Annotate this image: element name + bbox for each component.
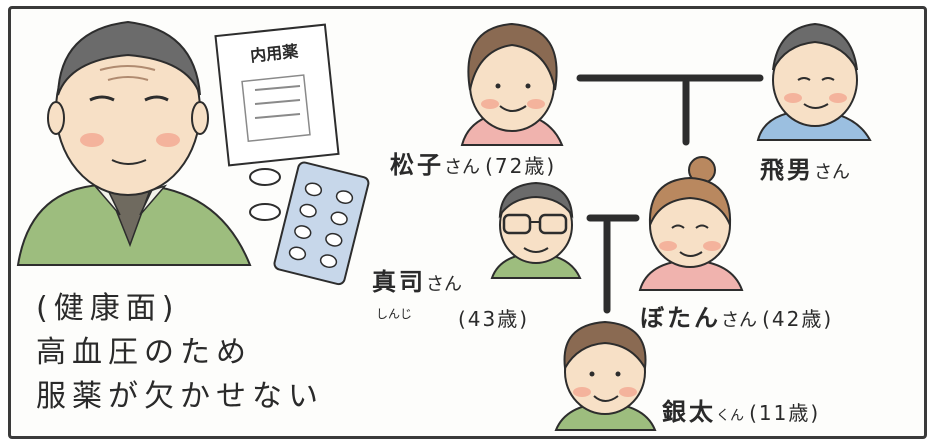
- matsuko-label: 松子さん (72歳): [390, 145, 556, 180]
- ginta-suffix: くん: [716, 408, 744, 424]
- tobio-suffix: さん: [814, 162, 850, 183]
- ginta-name: 銀太: [662, 398, 716, 426]
- family-tree-lines: [576, 74, 764, 314]
- blister-pack: [273, 161, 370, 286]
- shinji-ruby: しんじ: [376, 307, 413, 321]
- botan-age: (42歳): [762, 307, 834, 331]
- tobio-name: 飛男: [760, 156, 814, 184]
- tobio-figure: [756, 22, 872, 141]
- matsuko-suffix: さん: [444, 157, 480, 178]
- health-note-line3: 服薬が欠かせない: [36, 379, 324, 414]
- medicine-envelope: [214, 23, 340, 167]
- botan-figure: [638, 156, 744, 291]
- ginta-figure: [554, 320, 657, 431]
- shinji-suffix: さん: [426, 274, 462, 295]
- grandfather-figure: [16, 20, 252, 266]
- health-note-line1: (健康面): [36, 291, 180, 326]
- tobio-label: 飛男さん: [760, 150, 850, 185]
- matsuko-age: (72歳): [485, 154, 557, 178]
- envelope-label: 内用薬: [249, 41, 300, 66]
- shinji-label: 真司さん: [372, 262, 462, 297]
- botan-suffix: さん: [721, 310, 757, 331]
- shinji-age: (43歳): [458, 307, 530, 331]
- ginta-age: (11歳): [749, 401, 821, 425]
- botan-label: ぼたんさん (42歳): [640, 298, 833, 333]
- shinji-name: 真司: [372, 268, 426, 296]
- botan-name: ぼたん: [640, 304, 721, 332]
- matsuko-figure: [460, 22, 564, 146]
- pill-tablets: [249, 168, 281, 221]
- matsuko-name: 松子: [390, 151, 444, 179]
- health-note-line2: 高血圧のため: [36, 335, 252, 370]
- shinji-figure: [490, 181, 582, 279]
- ginta-label: 銀太くん (11歳): [662, 392, 820, 427]
